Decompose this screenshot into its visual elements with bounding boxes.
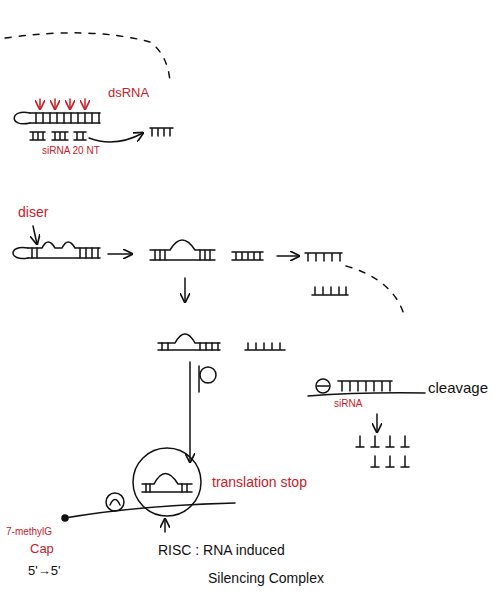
arrow xyxy=(277,255,299,257)
process-label: cleavage xyxy=(428,379,488,396)
arrow xyxy=(164,519,166,532)
hairpin-rna xyxy=(36,113,99,123)
direction-label: 5'→5' xyxy=(28,564,60,579)
hairpin-rna xyxy=(14,112,100,124)
hairpin-rna xyxy=(13,242,100,259)
bulged-duplex xyxy=(158,334,220,350)
cap-label: 7-methylG xyxy=(6,526,52,538)
arrow xyxy=(184,278,186,302)
mrna-strand xyxy=(62,503,235,521)
process-label: translation stop xyxy=(212,474,307,490)
dicer-cut-arrow xyxy=(39,99,41,109)
dashed-path xyxy=(5,33,170,82)
arrow xyxy=(277,255,299,257)
single-strand xyxy=(305,253,348,295)
hairpin-rna xyxy=(13,247,28,258)
bulged-duplex xyxy=(158,334,220,350)
risc-circle xyxy=(142,474,192,493)
mrna-strand xyxy=(65,503,235,518)
arrow xyxy=(108,253,132,255)
ribosome xyxy=(106,493,124,511)
single-strand xyxy=(312,287,348,295)
arrow xyxy=(376,414,378,432)
arrow xyxy=(33,226,37,244)
bulged-duplex xyxy=(162,343,218,350)
ribosome xyxy=(110,500,120,506)
risc-symbol xyxy=(199,366,216,392)
rnai-illustration xyxy=(5,33,425,532)
single-strand xyxy=(245,343,285,350)
dashed-path xyxy=(346,266,405,318)
rna-label: siRNA 20 NT xyxy=(42,145,100,157)
mrna-fragment xyxy=(356,436,409,467)
sirna-duplex xyxy=(232,252,263,260)
hairpin-rna xyxy=(30,113,100,123)
single-strand xyxy=(150,128,173,136)
curved-arrow xyxy=(89,133,143,142)
sirna-duplex xyxy=(232,252,263,260)
curved-arrow xyxy=(89,133,143,142)
sirna-bound xyxy=(338,381,392,391)
single-strand xyxy=(150,128,173,136)
ribosome xyxy=(106,493,124,511)
cap-label: Cap xyxy=(30,542,54,557)
bulged-duplex xyxy=(155,250,210,260)
single-strand xyxy=(245,343,285,350)
mrna-strand xyxy=(308,379,425,396)
dicer-cut-arrow xyxy=(40,99,85,109)
arrow xyxy=(108,253,132,255)
sirna-fragment xyxy=(30,132,86,140)
arrow xyxy=(164,519,166,532)
sirna-fragment xyxy=(52,132,68,140)
mrna-fragment xyxy=(371,456,409,467)
rna-label: siRNA xyxy=(334,398,362,410)
bulged-duplex xyxy=(150,240,215,260)
arrow xyxy=(189,362,191,462)
arrow xyxy=(376,414,378,432)
risc-circle xyxy=(133,448,201,516)
dashed-path xyxy=(5,33,170,82)
sirna-fragment xyxy=(74,132,86,140)
mrna-strand xyxy=(316,379,330,393)
complex-label: RISC : RNA induced Silencing Complex xyxy=(158,536,332,592)
risc-circle xyxy=(146,484,187,492)
hairpin-rna xyxy=(14,112,30,124)
enzyme-label: diser xyxy=(18,204,48,220)
sirna-fragment xyxy=(30,132,45,140)
hairpin-rna xyxy=(32,248,98,258)
dicer-cut-arrow xyxy=(54,99,56,109)
arrow xyxy=(184,278,186,302)
hairpin-rna xyxy=(28,242,100,258)
dashed-path xyxy=(346,266,405,318)
rna-label: dsRNA xyxy=(108,86,149,101)
mrna-strand xyxy=(317,385,329,387)
arrow xyxy=(189,362,191,462)
sirna-bound xyxy=(338,381,392,391)
risc-symbol xyxy=(198,366,200,392)
bulged-duplex xyxy=(150,240,215,260)
dicer-cut-arrow xyxy=(69,99,71,109)
mrna-fragment xyxy=(356,436,409,447)
single-strand xyxy=(305,253,342,261)
risc-circle xyxy=(133,448,201,516)
risc-symbol xyxy=(200,367,216,383)
arrow xyxy=(33,226,37,244)
dicer-cut-arrow xyxy=(84,99,86,109)
